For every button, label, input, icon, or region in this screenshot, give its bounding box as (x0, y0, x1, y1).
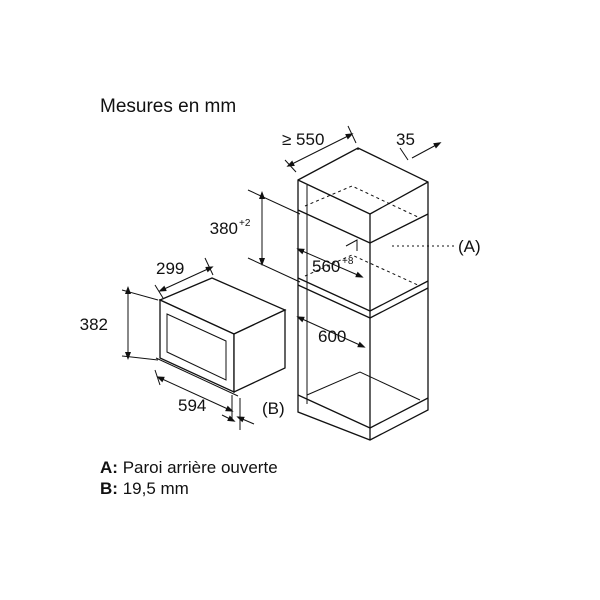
label-appliance-depth: 299 (156, 259, 184, 278)
legend-text-a: Paroi arrière ouverte (122, 458, 278, 477)
legend-item-a: A: Paroi arrière ouverte (100, 457, 278, 478)
appliance (155, 277, 287, 397)
page-title: Mesures en mm (100, 96, 237, 117)
appliance-dimension-lines (121, 257, 255, 430)
callout-a: (A) (458, 237, 481, 256)
label-opening-width-tol: +8 (342, 256, 354, 267)
legend-text-b: 19,5 mm (122, 479, 189, 498)
cabinet-dimension-lines (247, 125, 455, 348)
legend: A: Paroi arrière ouverte B: 19,5 mm (100, 457, 278, 499)
label-appliance-height: 382 (80, 315, 108, 334)
legend-key-b: B: (100, 479, 118, 498)
tall-cabinet (297, 147, 429, 441)
label-top-offset: 35 (396, 130, 415, 149)
label-opening-width: 560 (312, 257, 340, 276)
legend-item-b: B: 19,5 mm (100, 478, 278, 499)
legend-key-a: A: (100, 458, 118, 477)
label-cabinet-depth: ≥ 550 (282, 130, 324, 149)
label-opening-height-tol: +2 (239, 218, 251, 229)
label-appliance-width: 594 (178, 396, 206, 415)
callout-b: (B) (262, 399, 285, 418)
label-inner-depth: 600 (318, 327, 346, 346)
label-opening-height: 380 (210, 219, 238, 238)
